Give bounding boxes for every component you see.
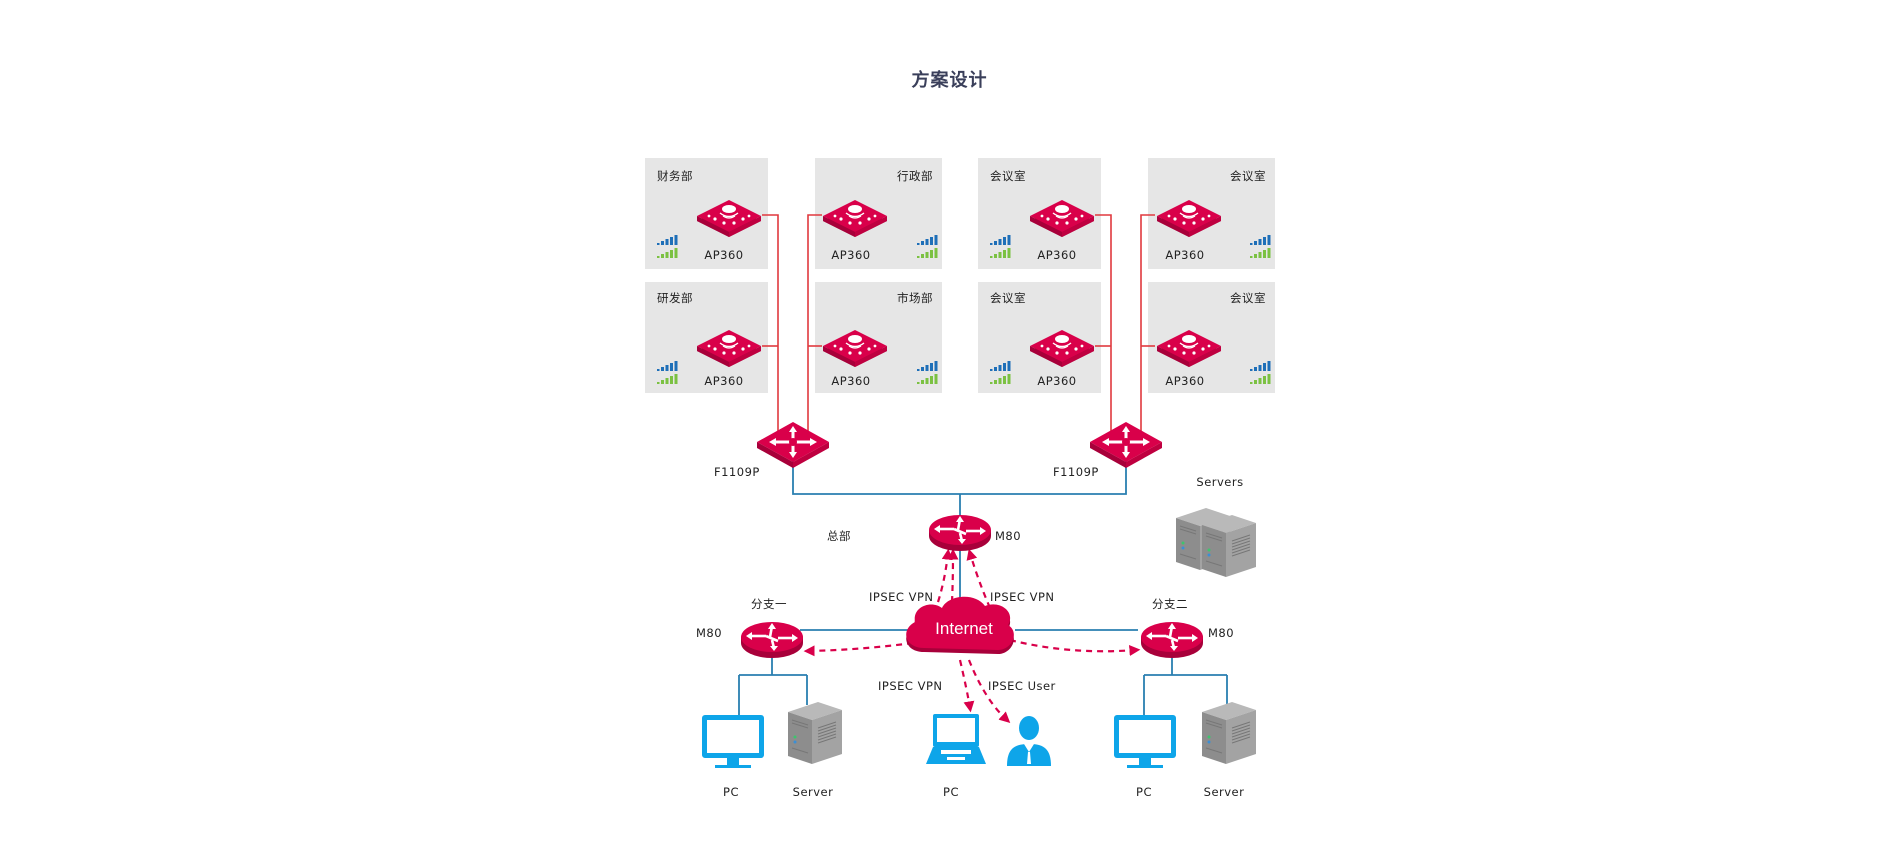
server-icon [1201, 514, 1257, 578]
branch-name: 分支一 [751, 597, 787, 611]
room-name: 财务部 [657, 169, 693, 183]
vpn-label: IPSEC User [988, 679, 1056, 693]
ap-model-label: AP360 [1165, 374, 1204, 388]
servers-group [1175, 507, 1257, 578]
ap-model-label: AP360 [1037, 374, 1076, 388]
link-ap-switch [762, 214, 779, 432]
room-name: 会议室 [990, 291, 1026, 305]
ap-model-label: AP360 [831, 248, 870, 262]
branch-router-label: M80 [1208, 626, 1234, 640]
router-icon [739, 620, 805, 660]
switch-label: F1109P [1053, 465, 1099, 479]
room-name: 行政部 [897, 169, 933, 183]
vpn-tunnel-branch1 [803, 641, 914, 657]
page-title: 方案设计 [911, 70, 988, 91]
ap-model-label: AP360 [1165, 248, 1204, 262]
room-name: 会议室 [1230, 291, 1266, 305]
vpn-tunnel-hq [966, 548, 992, 609]
room-box [645, 282, 768, 393]
hq-router-label: M80 [995, 529, 1021, 543]
pc-monitor-icon [702, 715, 764, 768]
pc-label: PC [943, 785, 959, 799]
server-label: Server [1204, 785, 1245, 799]
ap-model-label: AP360 [1037, 248, 1076, 262]
ap-model-label: AP360 [831, 374, 870, 388]
user-icon [1007, 716, 1051, 766]
pc-label: PC [723, 785, 739, 799]
pc-label: PC [1136, 785, 1152, 799]
server-label: Server [793, 785, 834, 799]
switch-icon [1088, 420, 1164, 470]
room-name: 会议室 [1230, 169, 1266, 183]
room-box [978, 282, 1101, 393]
vpn-tunnel-hq [936, 548, 953, 603]
room-name: 研发部 [657, 291, 693, 305]
pc-monitor-icon [1114, 715, 1176, 768]
room-name: 会议室 [990, 169, 1026, 183]
vpn-label: IPSEC VPN [990, 590, 1054, 604]
link-branch2-lan [1143, 650, 1228, 715]
ap-model-label: AP360 [704, 248, 743, 262]
branch-name: 分支二 [1152, 597, 1188, 611]
internet-cloud-icon [906, 596, 1014, 654]
hq-label: 总部 [827, 529, 851, 543]
server-icon [787, 701, 843, 765]
room-box [1148, 282, 1275, 393]
ap-model-label: AP360 [704, 374, 743, 388]
room-name: 市场部 [897, 291, 933, 305]
switch-icon [755, 420, 831, 470]
server-icon [1201, 701, 1257, 765]
link-ap-switch [1140, 214, 1155, 432]
link-branch1-lan [738, 650, 808, 715]
vpn-label: IPSEC VPN [869, 590, 933, 604]
vpn-tunnel-mobile-pc [958, 659, 975, 713]
servers-label: Servers [1196, 475, 1243, 489]
switch-label: F1109P [714, 465, 760, 479]
link-ap-switch [807, 214, 822, 432]
link-ap-switch [1095, 214, 1112, 432]
vpn-tunnel-branch2 [1009, 638, 1141, 656]
router-icon [1139, 620, 1205, 660]
branch-router-label: M80 [696, 626, 722, 640]
laptop-icon [926, 714, 986, 764]
room-box [815, 282, 942, 393]
vpn-tunnel-hq [947, 548, 959, 603]
router-icon [927, 513, 993, 553]
internet-label: Internet [935, 619, 993, 638]
vpn-label: IPSEC VPN [878, 679, 942, 693]
